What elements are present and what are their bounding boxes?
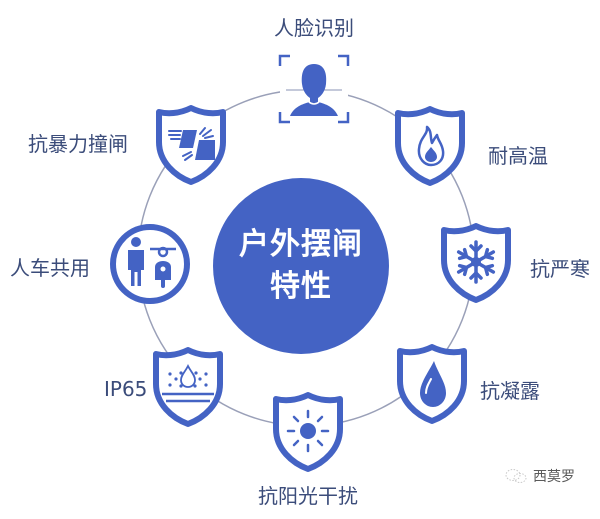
center-title-line1: 户外摆闸 — [239, 227, 363, 262]
impact-icon — [156, 105, 226, 185]
pedestrian-bike-icon — [110, 224, 190, 304]
flame-icon — [395, 106, 465, 186]
wechat-icon — [505, 469, 527, 483]
sun-icon — [273, 392, 343, 472]
feature-label-ip65: IP65 — [104, 377, 148, 401]
feature-label-anti-sunlight: 抗阳光干扰 — [258, 484, 358, 508]
snowflake-icon — [441, 223, 511, 303]
feature-label-anti-condensation: 抗凝露 — [480, 379, 540, 403]
feature-label-anti-ram: 抗暴力撞闸 — [28, 132, 128, 156]
center-title-disc: 户外摆闸 特性 — [213, 178, 389, 354]
water-drop-icon — [397, 344, 467, 424]
center-title-line2: 特性 — [270, 269, 332, 304]
feature-label-shared-lane: 人车共用 — [10, 256, 90, 280]
watermark-text: 西莫罗 — [533, 469, 575, 485]
waterproof-icon — [153, 347, 223, 427]
face-scan-icon — [278, 54, 350, 124]
feature-label-high-temperature: 耐高温 — [488, 144, 548, 168]
feature-label-cold-resistance: 抗严寒 — [530, 257, 590, 281]
watermark: 西莫罗 — [505, 466, 575, 486]
feature-label-face-recognition: 人脸识别 — [274, 16, 354, 40]
